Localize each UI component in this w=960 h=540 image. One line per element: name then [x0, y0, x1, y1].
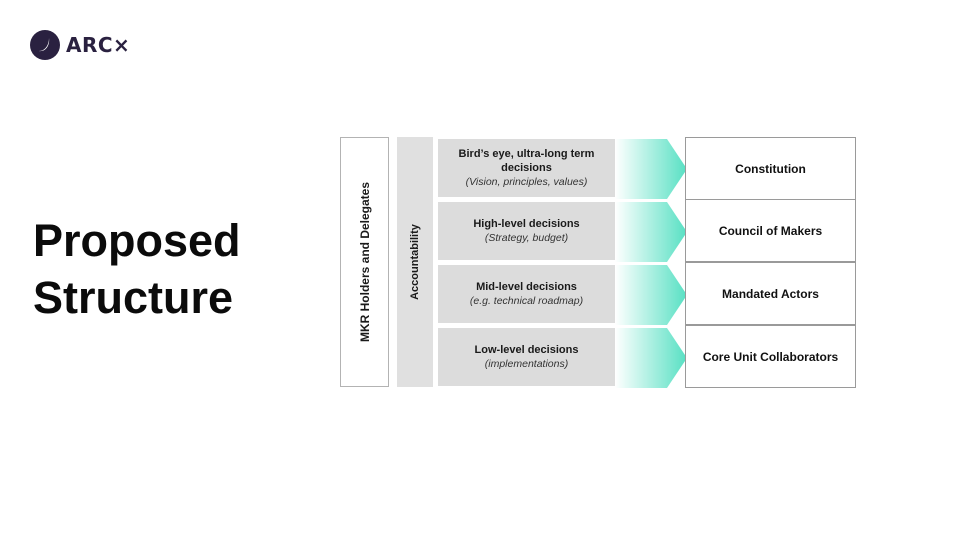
- title-line-1: Proposed: [33, 215, 241, 266]
- logo: ARC×: [30, 30, 130, 60]
- page-title: Proposed Structure: [33, 212, 241, 326]
- holders-box: MKR Holders and Delegates: [340, 137, 389, 387]
- accountability-label: Accountability: [409, 224, 421, 300]
- decision-subtitle: (Vision, principles, values): [465, 176, 588, 188]
- arrow-level-1: [615, 139, 687, 199]
- decision-subtitle: (implementations): [484, 358, 569, 370]
- title-line-2: Structure: [33, 272, 234, 323]
- decision-level-4: Low-level decisions (implementations): [438, 328, 615, 386]
- decision-title: Mid-level decisions: [476, 281, 577, 293]
- body-level-3: Mandated Actors: [685, 262, 856, 325]
- accountability-box: Accountability: [397, 137, 433, 387]
- arrow-level-4: [615, 328, 687, 388]
- decision-level-1: Bird’s eye, ultra-long term decisions (V…: [438, 139, 615, 197]
- holders-label: MKR Holders and Delegates: [357, 181, 372, 343]
- decision-title: Bird’s eye, ultra-long term decisions: [458, 148, 595, 174]
- logo-text: ARC×: [66, 33, 131, 57]
- decision-subtitle: (e.g. technical roadmap): [469, 295, 584, 307]
- decision-level-2: High-level decisions (Strategy, budget): [438, 202, 615, 260]
- body-level-2: Council of Makers: [685, 199, 856, 262]
- body-level-1: Constitution: [685, 137, 856, 200]
- decision-subtitle: (Strategy, budget): [484, 232, 569, 244]
- arrow-level-2: [615, 202, 687, 262]
- body-level-4: Core Unit Collaborators: [685, 325, 856, 388]
- decision-title: High-level decisions: [473, 218, 580, 230]
- decision-title: Low-level decisions: [474, 344, 579, 356]
- decision-level-3: Mid-level decisions (e.g. technical road…: [438, 265, 615, 323]
- arrow-level-3: [615, 265, 687, 325]
- moon-icon: [30, 30, 60, 60]
